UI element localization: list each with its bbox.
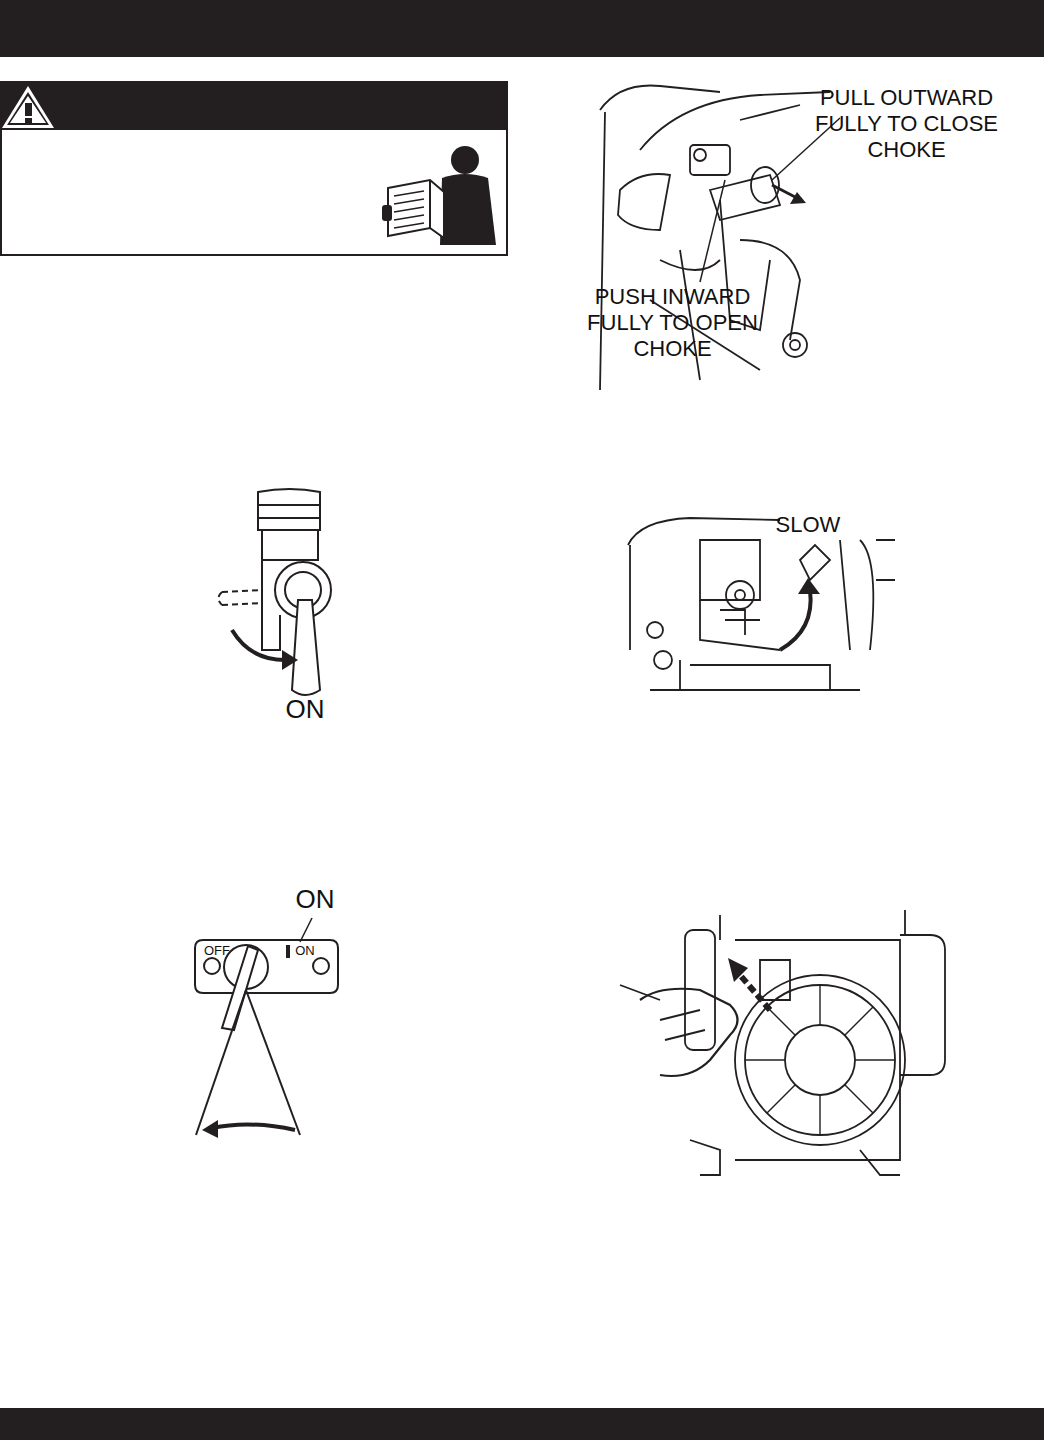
pull-arrowhead <box>790 192 806 204</box>
fuel-valve-illustration <box>219 489 332 695</box>
engine-switch-illustration <box>195 940 338 1135</box>
position-label: SLOW <box>768 512 848 538</box>
warning-box <box>1 82 507 255</box>
leader-line <box>300 918 312 942</box>
on-mark <box>286 945 290 958</box>
header-bar <box>0 0 1044 57</box>
footer-bar <box>0 1408 1044 1440</box>
callout-label: PUSH INWARD FULLY TO OPEN CHOKE <box>585 284 760 362</box>
switch-marking: ON <box>290 943 320 958</box>
leader-line <box>700 180 725 282</box>
throttle-illustration <box>628 518 895 690</box>
callout-label: PULL OUTWARD FULLY TO CLOSE CHOKE <box>814 85 999 163</box>
position-label: ON <box>270 694 340 724</box>
position-label: ON <box>285 884 345 914</box>
throttle-arrow <box>780 590 811 650</box>
rotate-arrowhead <box>282 650 298 670</box>
pull-rope-arrow <box>740 975 770 1010</box>
switch-marking: OFF <box>200 943 234 958</box>
switch-arrowhead <box>202 1120 218 1138</box>
rotate-arrow <box>232 630 285 660</box>
switch-arrow <box>212 1124 295 1130</box>
pull-arrow <box>772 185 797 198</box>
recoil-starter-illustration <box>620 910 945 1175</box>
pull-rope-arrowhead <box>728 958 748 982</box>
read-manual-icon <box>382 146 496 245</box>
throttle-arrowhead <box>798 578 820 594</box>
